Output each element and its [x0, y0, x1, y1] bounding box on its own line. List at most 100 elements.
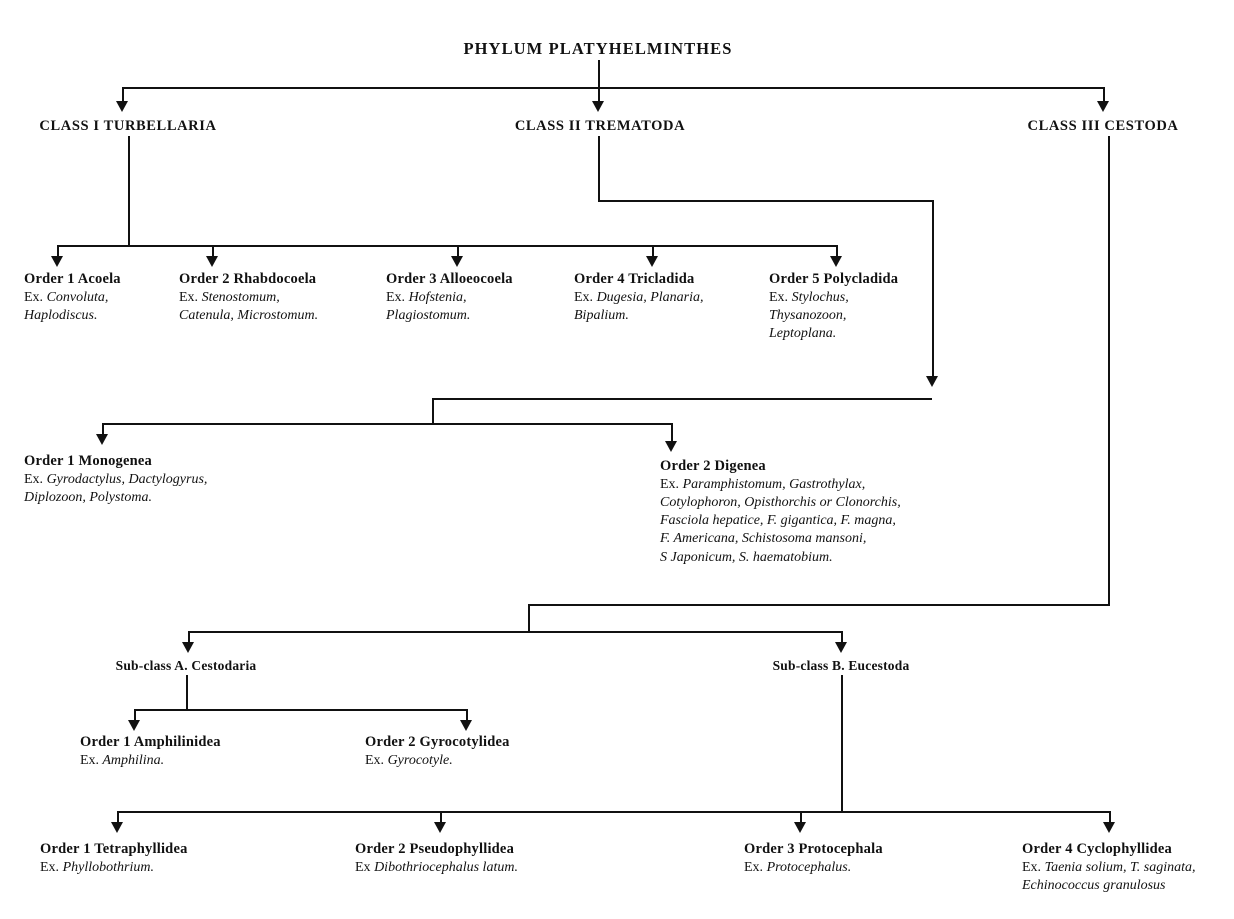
- class-label: CLASS II TREMATODA: [514, 118, 686, 134]
- connector-eucestoda-stem: [841, 675, 843, 812]
- ex-line: Plagiostomum.: [386, 308, 471, 324]
- ex-prefix: Ex.: [24, 471, 44, 487]
- connector-drop-digenea: [671, 423, 673, 443]
- connector-trematoda-stem: [598, 136, 600, 200]
- order-title: Order 4 Tricladida: [574, 271, 695, 287]
- order-node-tetraphyllidea: Order 1 Tetraphyllidea Ex. Phyllobothriu…: [40, 840, 188, 877]
- connector-cestodaria-bus: [134, 709, 466, 711]
- connector-eucestoda-bus: [117, 811, 1109, 813]
- arrow-down-icon: [830, 256, 842, 267]
- ex-line: Protocephalus.: [766, 859, 852, 875]
- arrow-down-icon: [646, 256, 658, 267]
- connector-drop-cyclophyllidea: [1109, 811, 1111, 824]
- order-node-acoela: Order 1 Acoela Ex. Convoluta, Haplodiscu…: [24, 270, 121, 325]
- class-node-turbellaria: CLASS I TURBELLARIA: [39, 117, 216, 136]
- order-examples: Ex. Hofstenia,: [386, 289, 513, 307]
- class-label: CLASS III CESTODA: [1027, 118, 1179, 134]
- ex-line: Phyllobothrium.: [62, 859, 154, 875]
- order-examples: Ex. Stenostomum,: [179, 289, 318, 307]
- order-examples: Ex. Amphilina.: [80, 752, 221, 770]
- connector-trematoda-order-bus: [102, 423, 671, 425]
- order-title: Order 5 Polycladida: [769, 271, 899, 287]
- class-node-cestoda: CLASS III CESTODA: [1028, 117, 1179, 136]
- order-node-digenea: Order 2 Digenea Ex. Paramphistomum, Gast…: [660, 457, 901, 567]
- ex-line: Dibothriocephalus latum.: [374, 859, 518, 875]
- ex-line: Amphilina.: [102, 752, 165, 768]
- connector-subclass-bus: [188, 631, 841, 633]
- ex-line: F. Americana, Schistosoma mansoni,: [660, 531, 867, 547]
- ex-prefix: Ex.: [744, 859, 764, 875]
- class-label: CLASS I TURBELLARIA: [39, 118, 217, 134]
- connector-cestodaria-stem: [186, 675, 188, 710]
- arrow-down-icon: [926, 376, 938, 387]
- ex-line: Stylochus,: [791, 289, 849, 305]
- arrow-down-icon: [835, 642, 847, 653]
- arrow-down-icon: [96, 434, 108, 445]
- ex-prefix: Ex.: [24, 289, 44, 305]
- ex-line: Cotylophoron, Opisthorchis or Clonorchis…: [660, 495, 901, 511]
- order-node-protocephala: Order 3 Protocephala Ex. Protocephalus.: [744, 840, 883, 877]
- order-examples: Ex. Paramphistomum, Gastrothylax,: [660, 476, 901, 494]
- ex-prefix: Ex.: [386, 289, 406, 305]
- subclass-label: Sub-class B. Eucestoda: [772, 658, 910, 673]
- arrow-down-icon: [182, 642, 194, 653]
- order-node-amphilinidea: Order 1 Amphilinidea Ex. Amphilina.: [80, 733, 221, 770]
- order-examples: Ex. Protocephalus.: [744, 859, 883, 877]
- ex-line: Fasciola hepatice, F. gigantica, F. magn…: [660, 513, 896, 529]
- ex-prefix: Ex.: [365, 752, 385, 768]
- ex-line: Dugesia, Planaria,: [596, 289, 704, 305]
- order-examples: Ex. Gyrocotyle.: [365, 752, 510, 770]
- arrow-down-icon: [128, 720, 140, 731]
- connector-drop-cestodaria: [188, 631, 190, 644]
- order-title: Order 2 Digenea: [660, 458, 766, 474]
- connector-drop-gyrocotylidea: [466, 709, 468, 722]
- connector-drop-alloeocoela: [457, 245, 459, 258]
- order-title: Order 2 Pseudophyllidea: [355, 841, 515, 857]
- ex-line: Stenostomum,: [201, 289, 280, 305]
- ex-prefix: Ex.: [80, 752, 100, 768]
- phylum-label: PHYLUM PLATYHELMINTHES: [463, 39, 733, 58]
- order-title: Order 1 Tetraphyllidea: [40, 841, 188, 857]
- connector-drop-protocephala: [800, 811, 802, 824]
- connector-cestoda-stem: [1108, 136, 1110, 604]
- ex-line: Diplozoon, Polystoma.: [24, 490, 152, 506]
- phylum-node: PHYLUM PLATYHELMINTHES: [463, 38, 732, 59]
- connector-drop-rhabdocoela: [212, 245, 214, 258]
- connector-class-bus: [122, 87, 1103, 89]
- ex-prefix: Ex.: [769, 289, 789, 305]
- arrow-down-icon: [1103, 822, 1115, 833]
- connector-trematoda-riser: [432, 398, 434, 423]
- connector-drop-turbellaria: [122, 87, 124, 103]
- arrow-down-icon: [434, 822, 446, 833]
- class-node-trematoda: CLASS II TREMATODA: [515, 117, 685, 136]
- order-examples: Ex Dibothriocephalus latum.: [355, 859, 518, 877]
- ex-line: Echinococcus granulosus: [1022, 878, 1166, 894]
- arrow-down-icon: [460, 720, 472, 731]
- order-examples: Ex. Gyrodactylus, Dactylogyrus,: [24, 471, 207, 489]
- order-title: Order 1 Monogenea: [24, 453, 152, 469]
- arrow-down-icon: [116, 101, 128, 112]
- arrow-down-icon: [451, 256, 463, 267]
- connector-drop-pseudophyllidea: [440, 811, 442, 824]
- ex-line: Gyrocotyle.: [387, 752, 453, 768]
- ex-line: Paramphistomum, Gastrothylax,: [682, 476, 866, 492]
- ex-prefix: Ex.: [660, 476, 680, 492]
- order-node-pseudophyllidea: Order 2 Pseudophyllidea Ex Dibothrioceph…: [355, 840, 518, 877]
- ex-line: Gyrodactylus, Dactylogyrus,: [46, 471, 208, 487]
- arrow-down-icon: [794, 822, 806, 833]
- ex-line: Convoluta,: [46, 289, 109, 305]
- ex-line: S Japonicum, S. haematobium.: [660, 549, 833, 565]
- ex-prefix: Ex: [355, 859, 371, 875]
- order-examples: Ex. Convoluta,: [24, 289, 121, 307]
- connector-drop-trematoda: [598, 87, 600, 103]
- ex-line: Haplodiscus.: [24, 308, 98, 324]
- order-node-monogenea: Order 1 Monogenea Ex. Gyrodactylus, Dact…: [24, 452, 207, 507]
- connector-drop-tetraphyllidea: [117, 811, 119, 824]
- order-title: Order 1 Amphilinidea: [80, 734, 221, 750]
- ex-line: Bipalium.: [574, 308, 629, 324]
- order-examples: Ex. Taenia solium, T. saginata,: [1022, 859, 1195, 877]
- order-title: Order 2 Gyrocotylidea: [365, 734, 510, 750]
- connector-trematoda-upper-bus: [432, 398, 932, 400]
- connector-drop-acoela: [57, 245, 59, 258]
